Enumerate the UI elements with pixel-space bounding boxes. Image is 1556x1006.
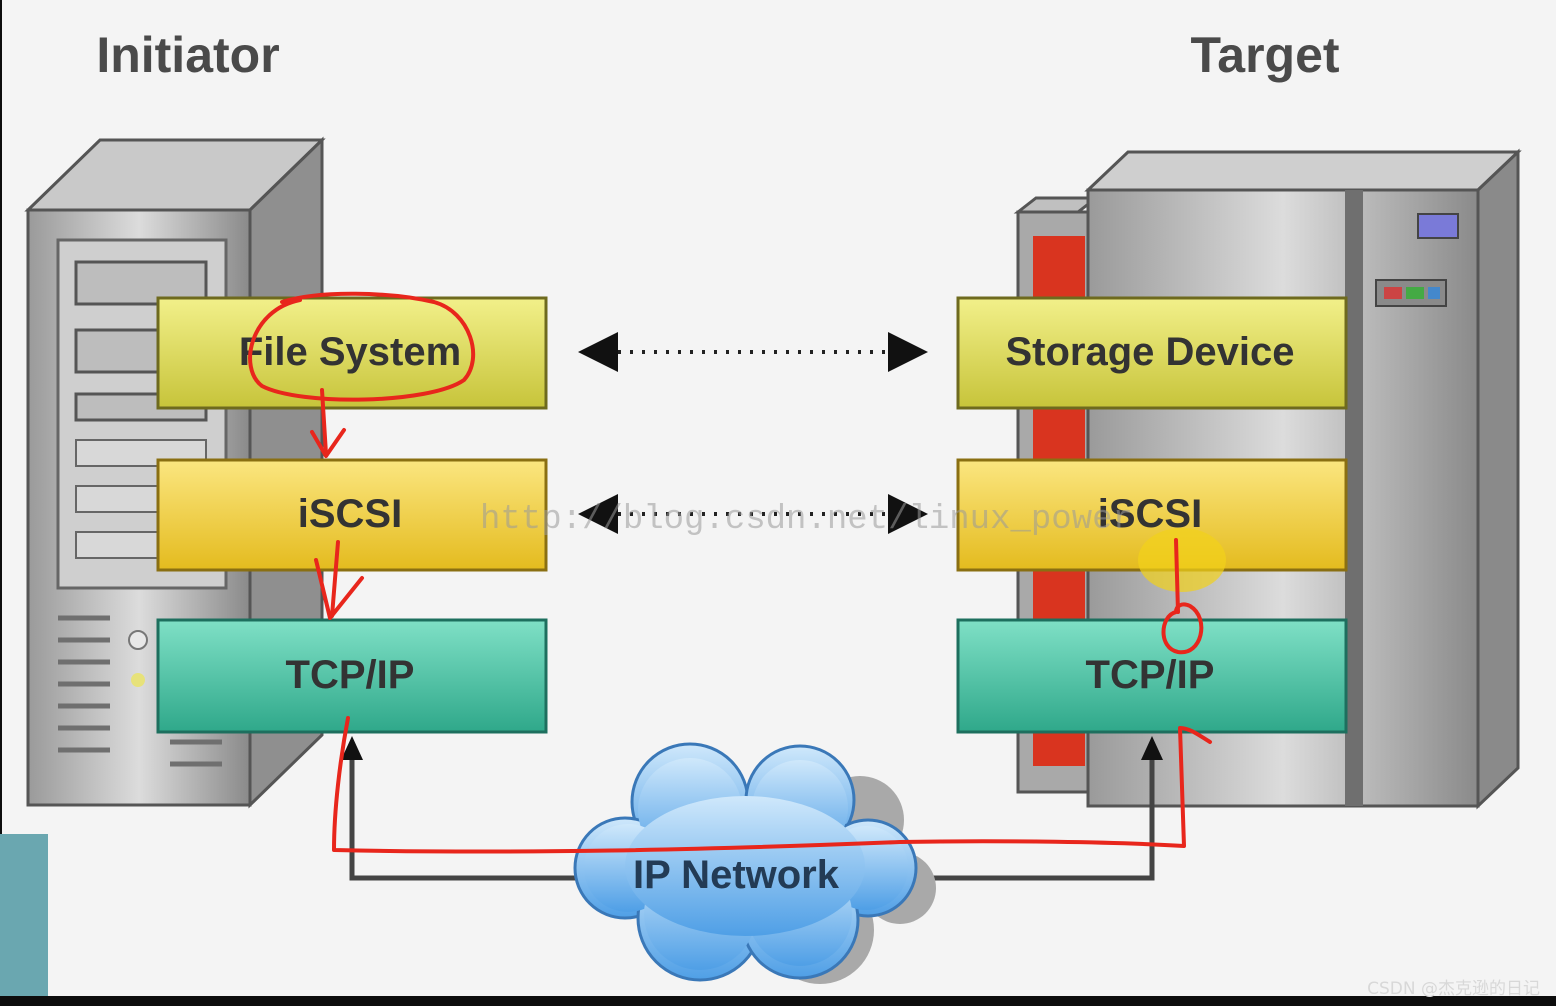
down-arrow-2-stroke [330,540,340,618]
file-system-circle-annotation [248,291,476,402]
target-storage-device-box: Storage Device [956,296,1348,410]
edge-strip [0,834,48,996]
initiator-link-arrowhead [341,736,363,760]
target-down-stroke [1174,538,1180,614]
initiator-tcpip-label: TCP/IP [286,653,415,697]
network-path-annotation [332,716,1212,854]
red-handdrawn-annotation [248,291,1212,854]
down-arrow-1-stroke [320,388,328,456]
initiator-iscsi-box: iSCSI [156,458,548,572]
down-arrow-1-head [310,428,346,458]
watermark-text: http://blog.csdn.net/linux_power [480,501,1133,539]
initiator-iscsi-label: iSCSI [298,492,402,536]
ip-network-cloud-icon [573,742,936,984]
target-tcpip-box: TCP/IP [956,618,1348,734]
initiator-network-link [349,752,590,881]
down-arrow-2-head [314,558,364,620]
target-iscsi-label: iSCSI [1098,492,1202,536]
target-network-link [900,752,1155,881]
initiator-file-system-box: File System [156,296,548,410]
csdn-credit: CSDN @杰克逊的日记 [1367,979,1540,999]
ip-network-label: IP Network [633,853,840,897]
target-title: Target [1190,27,1339,83]
target-storage-device-label: Storage Device [1005,330,1294,374]
target-link-arrowhead [1141,736,1163,760]
target-tcpip-label: TCP/IP [1086,653,1215,697]
bottom-bar [0,996,1556,1006]
initiator-file-system-label: File System [239,330,461,374]
initiator-tcpip-box: TCP/IP [156,618,548,734]
target-iscsi-box: iSCSI [956,458,1348,592]
initiator-title: Initiator [96,27,279,83]
target-small-loop-annotation [1161,602,1204,655]
